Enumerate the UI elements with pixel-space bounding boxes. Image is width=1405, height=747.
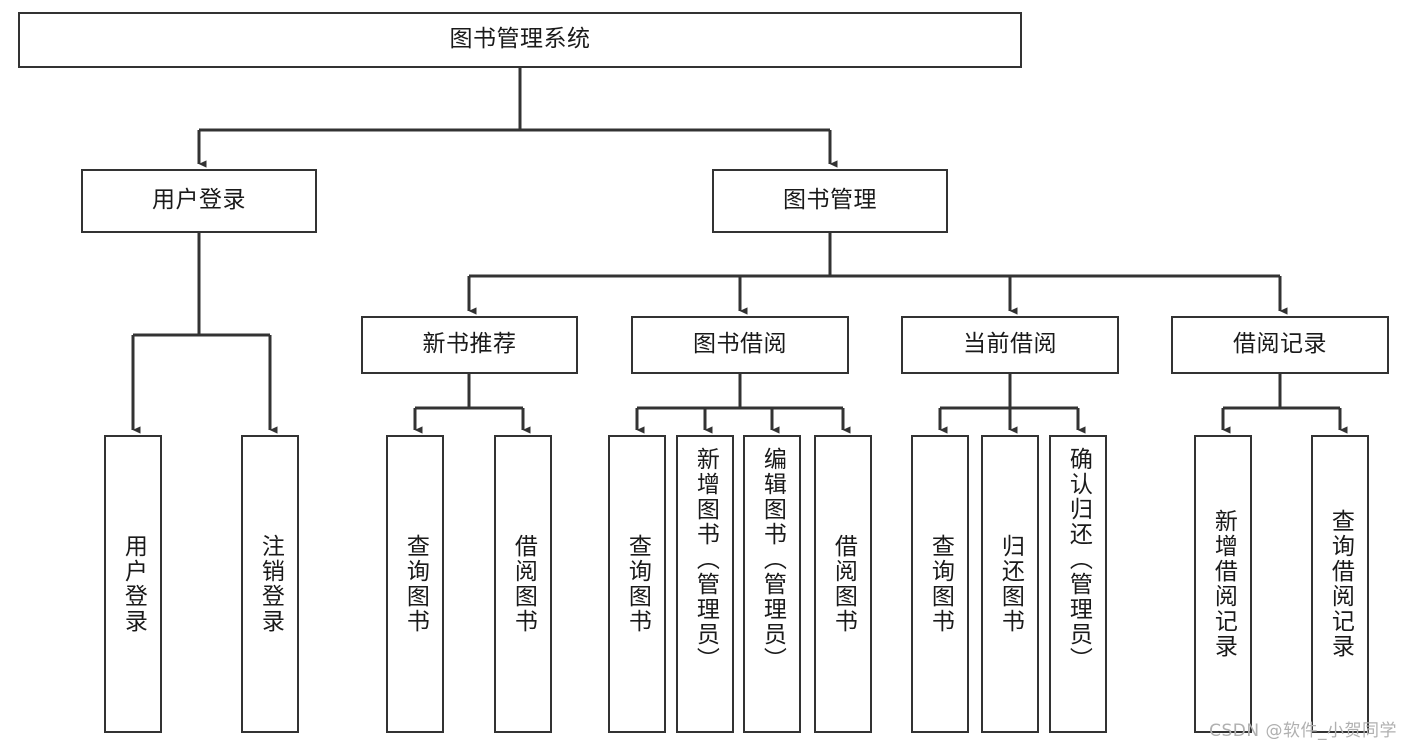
node-label: 图书管理 <box>783 187 877 214</box>
node-label: 新增图书（管理员） <box>692 447 719 672</box>
leaf-current-return-book[interactable]: 归还图书 <box>981 435 1039 733</box>
leaf-record-add-record[interactable]: 新增借阅记录 <box>1194 435 1252 733</box>
node-book-borrow[interactable]: 图书借阅 <box>631 316 849 374</box>
node-label: 图书管理系统 <box>449 26 591 53</box>
watermark-text: CSDN @软件_小贺同学 <box>1209 721 1397 741</box>
node-root-system[interactable]: 图书管理系统 <box>18 12 1022 68</box>
node-label: 当前借阅 <box>963 331 1057 358</box>
leaf-recommend-borrow-book[interactable]: 借阅图书 <box>494 435 552 733</box>
node-label: 查询图书 <box>624 534 651 634</box>
leaf-borrow-query-book[interactable]: 查询图书 <box>608 435 666 733</box>
leaf-user-login-logout[interactable]: 注销登录 <box>241 435 299 733</box>
leaf-user-login-login[interactable]: 用户登录 <box>104 435 162 733</box>
node-label: 新增借阅记录 <box>1210 509 1237 659</box>
node-label: 图书借阅 <box>693 331 787 358</box>
node-borrow-record[interactable]: 借阅记录 <box>1171 316 1389 374</box>
leaf-borrow-borrow-book[interactable]: 借阅图书 <box>814 435 872 733</box>
node-label: 编辑图书（管理员） <box>759 447 786 672</box>
node-current-borrow[interactable]: 当前借阅 <box>901 316 1119 374</box>
node-label: 借阅图书 <box>510 534 537 634</box>
leaf-recommend-query-book[interactable]: 查询图书 <box>386 435 444 733</box>
node-user-login[interactable]: 用户登录 <box>81 169 317 233</box>
node-label: 借阅图书 <box>830 534 857 634</box>
leaf-current-confirm-return-admin[interactable]: 确认归还（管理员） <box>1049 435 1107 733</box>
node-label: 确认归还（管理员） <box>1065 447 1092 672</box>
node-label: 用户登录 <box>120 534 147 634</box>
node-label: 新书推荐 <box>422 331 517 358</box>
leaf-borrow-edit-book-admin[interactable]: 编辑图书（管理员） <box>743 435 801 733</box>
node-label: 归还图书 <box>997 534 1024 634</box>
leaf-borrow-add-book-admin[interactable]: 新增图书（管理员） <box>676 435 734 733</box>
node-label: 查询图书 <box>402 534 429 634</box>
leaf-record-query-record[interactable]: 查询借阅记录 <box>1311 435 1369 733</box>
leaf-current-query-book[interactable]: 查询图书 <box>911 435 969 733</box>
node-label: 注销登录 <box>257 534 284 634</box>
node-book-management[interactable]: 图书管理 <box>712 169 948 233</box>
node-new-book-recommend[interactable]: 新书推荐 <box>361 316 578 374</box>
node-label: 查询借阅记录 <box>1327 509 1354 659</box>
node-label: 借阅记录 <box>1233 331 1327 358</box>
node-label: 查询图书 <box>927 534 954 634</box>
node-label: 用户登录 <box>152 187 246 214</box>
